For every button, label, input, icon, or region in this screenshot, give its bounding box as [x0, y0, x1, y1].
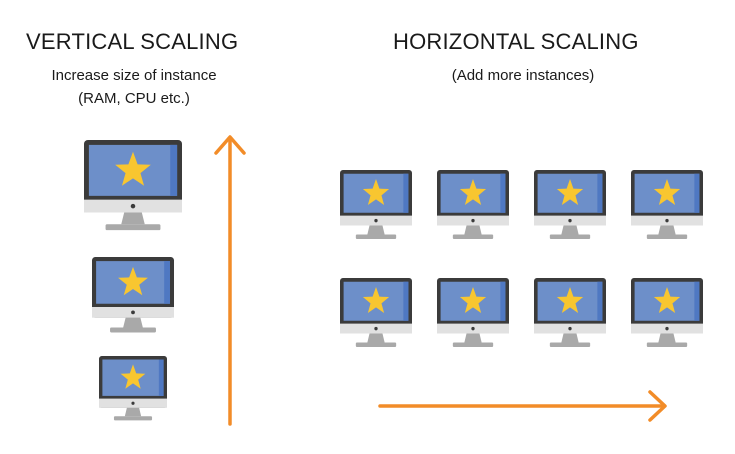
vertical-scaling-subtitle-line2: (RAM, CPU etc.) — [78, 90, 190, 107]
horizontal-scaling-subtitle: (Add more instances) — [451, 67, 595, 84]
arrow-right-icon — [378, 390, 667, 422]
monitor-icon — [437, 170, 509, 239]
vertical-scaling-subtitle-line1: Increase size of instance — [51, 67, 217, 84]
monitor-icon — [437, 278, 509, 347]
monitor-icon — [534, 278, 606, 347]
vertical-scaling-title: VERTICAL SCALING — [26, 29, 239, 54]
monitor-icon — [99, 356, 167, 421]
monitor-icon — [340, 278, 412, 347]
monitor-icon — [92, 257, 174, 333]
monitor-icon — [534, 170, 606, 239]
arrow-up-icon — [214, 135, 246, 426]
monitor-icon — [631, 170, 703, 239]
monitor-icon — [340, 170, 412, 239]
monitor-icon — [631, 278, 703, 347]
horizontal-scaling-title: HORIZONTAL SCALING — [393, 29, 639, 54]
monitor-icon — [84, 140, 182, 231]
